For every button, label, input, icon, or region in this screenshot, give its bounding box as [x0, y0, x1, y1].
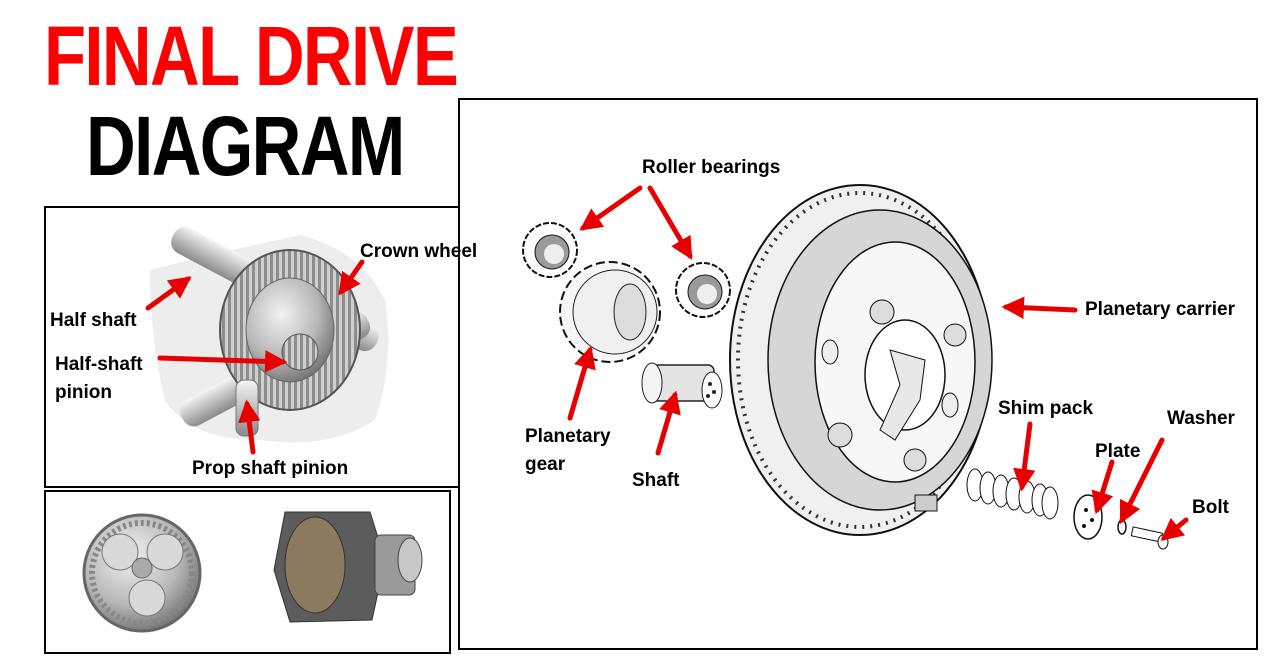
label-planetary-gear-2: gear — [525, 454, 566, 475]
differential-illustration — [150, 226, 389, 443]
arrow-planetary-gear — [567, 345, 596, 421]
roller-bearing-left — [522, 222, 578, 278]
label-washer: Washer — [1167, 408, 1236, 429]
label-prop-shaft-pinion: Prop shaft pinion — [192, 458, 348, 479]
title-line-2: DIAGRAM — [86, 99, 405, 193]
arrow-shim-pack — [1013, 421, 1036, 492]
label-shaft: Shaft — [632, 470, 680, 491]
arrow-shaft — [655, 390, 681, 456]
arrow-bolt — [1160, 517, 1189, 541]
planetary-carrier-part — [729, 184, 993, 536]
arrow-roller-bearing-left — [579, 185, 643, 231]
label-half-shaft-pinion-1: Half-shaft — [55, 354, 143, 375]
arrow-roller-bearing-right — [647, 185, 693, 260]
label-bolt: Bolt — [1192, 497, 1230, 518]
arrow-plate — [1091, 459, 1115, 515]
label-roller-bearings: Roller bearings — [642, 157, 780, 178]
title-line-1: FINAL DRIVE — [44, 9, 459, 103]
shaft-part — [641, 362, 723, 409]
arrow-planetary-carrier — [1001, 296, 1078, 320]
half-shaft-pinion-gear — [281, 333, 319, 371]
label-planetary-carrier: Planetary carrier — [1085, 299, 1236, 320]
label-shim-pack: Shim pack — [998, 398, 1093, 419]
shim-pack-part — [966, 468, 1059, 520]
arrow-washer — [1119, 437, 1165, 525]
label-crown-wheel: Crown wheel — [360, 241, 477, 262]
arrow-half-shaft-pinion — [157, 350, 288, 373]
arrow-half-shaft — [145, 276, 192, 311]
bolt-part — [1130, 526, 1169, 550]
label-plate: Plate — [1095, 441, 1140, 462]
planetary-gear — [559, 261, 661, 363]
planetary-photo — [82, 513, 202, 633]
label-half-shaft: Half shaft — [50, 310, 137, 331]
arrow-prop-shaft-pinion — [238, 399, 261, 455]
differential-housing-photo — [273, 511, 423, 623]
arrow-crown-wheel — [338, 259, 365, 296]
label-half-shaft-pinion-2: pinion — [55, 382, 112, 403]
label-planetary-gear-1: Planetary — [525, 426, 611, 447]
roller-bearing-right — [675, 262, 731, 318]
